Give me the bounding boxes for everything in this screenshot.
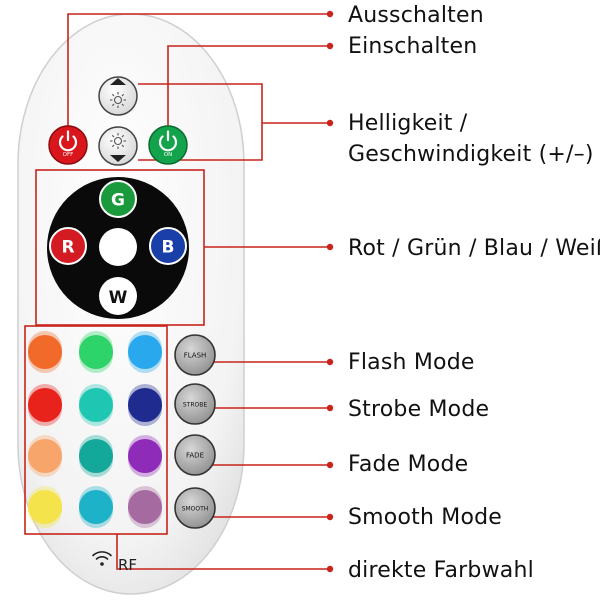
color-key[interactable]: [128, 486, 162, 528]
label-on: Einschalten: [348, 34, 478, 59]
mode-buttons: FLASH STROBE FADE SMOOTH: [174, 334, 216, 529]
sun-icon: [110, 92, 126, 108]
color-key[interactable]: [28, 384, 62, 426]
blue-key[interactable]: B: [149, 227, 187, 265]
callout-lines: [24, 13, 330, 570]
mode-button-label: STROBE: [183, 402, 207, 409]
rf-label: RF: [118, 556, 137, 574]
color-grid: [28, 331, 162, 528]
label-brightness-line2: Geschwindigkeit (+/–): [348, 142, 594, 167]
power-icon: [58, 130, 78, 152]
mode-button-label: SMOOTH: [182, 506, 209, 513]
color-key[interactable]: [79, 384, 113, 426]
color-key[interactable]: [28, 435, 62, 477]
arrow-down-icon: [110, 155, 126, 162]
label-flash-mode: Flash Mode: [348, 350, 475, 375]
color-key[interactable]: [128, 435, 162, 477]
mode-button-smooth[interactable]: SMOOTH: [174, 487, 216, 529]
color-key[interactable]: [28, 331, 62, 373]
off-button[interactable]: OFF: [48, 125, 88, 165]
power-icon: [158, 130, 178, 152]
color-key[interactable]: [79, 435, 113, 477]
color-key[interactable]: [28, 486, 62, 528]
label-strobe-mode: Strobe Mode: [348, 397, 490, 422]
label-direct-color: direkte Farbwahl: [348, 558, 534, 583]
mode-button-strobe[interactable]: STROBE: [174, 383, 216, 425]
white-key[interactable]: W: [99, 277, 137, 315]
label-fade-mode: Fade Mode: [348, 452, 469, 477]
blue-key-label: B: [162, 238, 175, 258]
label-rgbw: Rot / Grün / Blau / Weiß: [348, 236, 600, 261]
red-key[interactable]: R: [49, 227, 87, 265]
color-key[interactable]: [79, 486, 113, 528]
red-key-label: R: [61, 238, 74, 258]
wifi-icon: [92, 551, 112, 566]
label-brightness-line1: Helligkeit /: [348, 111, 468, 136]
sun-icon: [110, 133, 126, 149]
color-key[interactable]: [128, 384, 162, 426]
on-button-label: ON: [164, 152, 172, 158]
mode-button-flash[interactable]: FLASH: [174, 334, 216, 376]
green-key[interactable]: G: [99, 180, 137, 218]
brightness-down-button[interactable]: [98, 126, 138, 166]
arrow-up-icon: [110, 78, 126, 85]
green-key-label: G: [111, 191, 125, 211]
color-key[interactable]: [79, 331, 113, 373]
brightness-up-button[interactable]: [98, 76, 138, 116]
label-off: Ausschalten: [348, 3, 484, 28]
mode-button-label: FLASH: [184, 352, 207, 360]
color-key[interactable]: [128, 331, 162, 373]
label-smooth-mode: Smooth Mode: [348, 505, 503, 530]
mode-button-fade[interactable]: FADE: [174, 434, 216, 476]
white-key-label: W: [109, 288, 128, 308]
callout-dots: [326, 10, 334, 573]
center-white-key[interactable]: [99, 228, 137, 266]
on-button[interactable]: ON: [148, 125, 188, 165]
mode-button-label: FADE: [186, 452, 204, 460]
off-button-label: OFF: [63, 152, 74, 158]
